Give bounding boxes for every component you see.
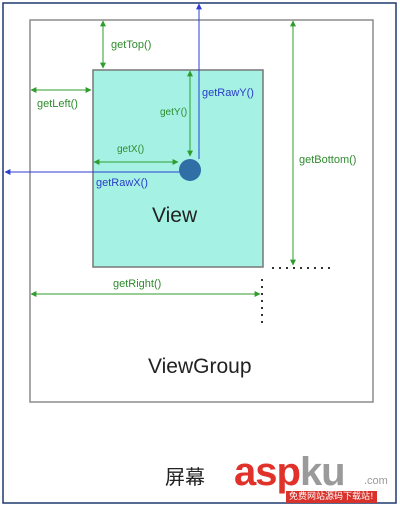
viewgroup-label: ViewGroup xyxy=(148,355,252,378)
get-left-label: getLeft() xyxy=(37,98,78,110)
screen-frame xyxy=(2,2,397,504)
get-x-label: getX() xyxy=(117,144,144,155)
get-right-label: getRight() xyxy=(113,278,161,290)
get-y-label: getY() xyxy=(160,107,187,118)
get-raw-y-label: getRawY() xyxy=(202,87,254,99)
view-box xyxy=(92,69,264,268)
watermark-domain: .com xyxy=(364,475,388,487)
touch-point xyxy=(179,159,201,181)
screen-label: 屏幕 xyxy=(165,465,205,489)
get-top-label: getTop() xyxy=(111,39,151,51)
watermark-brand-main: asp xyxy=(234,450,301,494)
watermark-tagline: 免费网站源码下载站! xyxy=(286,491,377,503)
watermark-logo: aspku xyxy=(234,450,346,494)
watermark-brand-sub: ku xyxy=(299,450,346,494)
get-raw-x-label: getRawX() xyxy=(96,177,148,189)
view-label: View xyxy=(152,204,198,227)
get-bottom-label: getBottom() xyxy=(299,154,356,166)
